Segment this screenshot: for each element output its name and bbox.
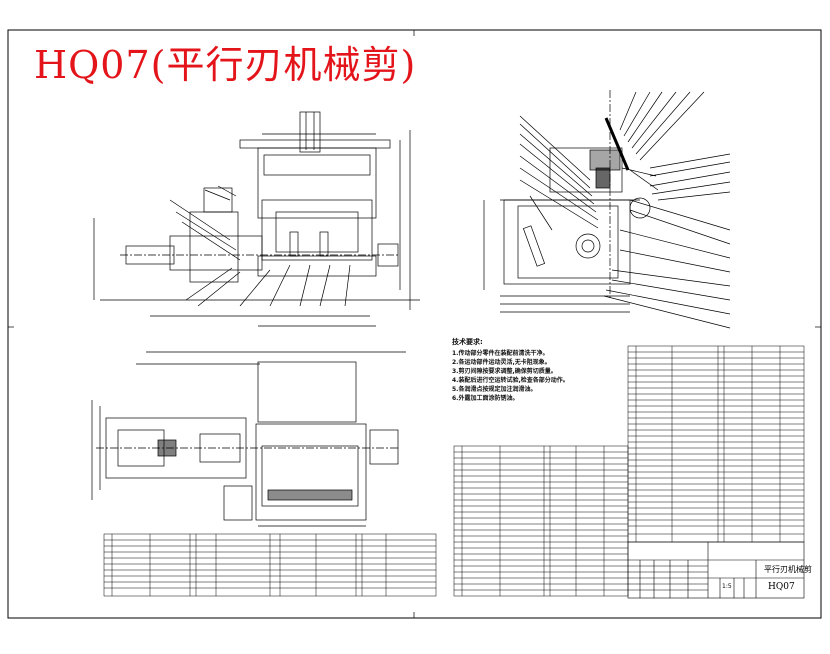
note-item: 5.各润滑点按规定加注润滑油。: [452, 386, 537, 393]
notes-heading: 技术要求:: [452, 338, 483, 346]
title-block: [627, 541, 805, 599]
plan-view: [91, 351, 406, 527]
title-block-scale: 1:5: [722, 583, 732, 590]
outer-frame: [7, 29, 822, 619]
note-item: 4.装配后进行空运转试验,检查各部分动作。: [452, 377, 569, 384]
note-item: 2.各运动部件运动灵活,无卡阻现象。: [452, 359, 551, 366]
side-view: [483, 90, 731, 329]
front-view: [93, 111, 420, 327]
technical-requirements: 技术要求: 1.传动部分零件在装配前清洗干净。 2.各运动部件运动灵活,无卡阻现…: [452, 338, 632, 403]
note-item: 1.传动部分零件在装配前清洗干净。: [452, 350, 549, 357]
bom-table-middle: [453, 445, 629, 597]
note-item: 3.剪刃间隙按要求调整,确保剪切质量。: [452, 368, 557, 375]
bom-table-right: [627, 345, 805, 543]
bom-table-bottom: [103, 533, 437, 597]
drawing-title: HQ07(平行刃机械剪): [34, 43, 417, 87]
note-item: 6.外露加工面涂防锈油。: [452, 395, 519, 402]
title-block-name: 平行刃机械剪: [764, 565, 812, 574]
title-block-code: HQ07: [768, 582, 795, 592]
